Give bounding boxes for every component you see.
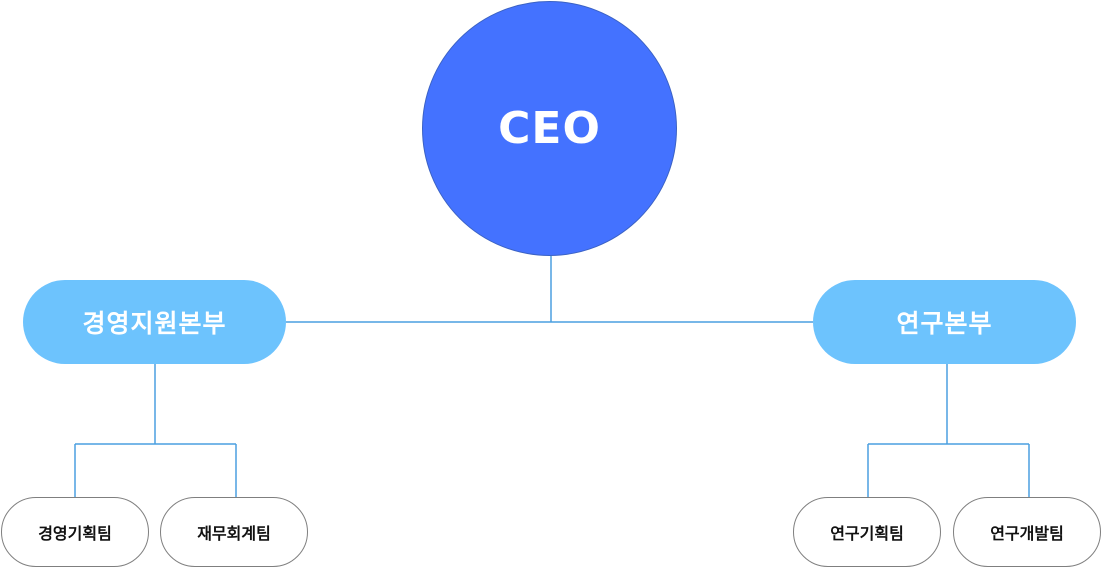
team-research-planning: 연구기획팀 [793, 497, 941, 567]
division-research: 연구본부 [813, 280, 1076, 364]
division-management-support: 경영지원본부 [23, 280, 286, 364]
team-research-development: 연구개발팀 [953, 497, 1101, 567]
team-management-planning: 경영기획팀 [1, 497, 149, 567]
team-finance-accounting: 재무회계팀 [160, 497, 308, 567]
ceo-node: CEO [422, 1, 677, 256]
